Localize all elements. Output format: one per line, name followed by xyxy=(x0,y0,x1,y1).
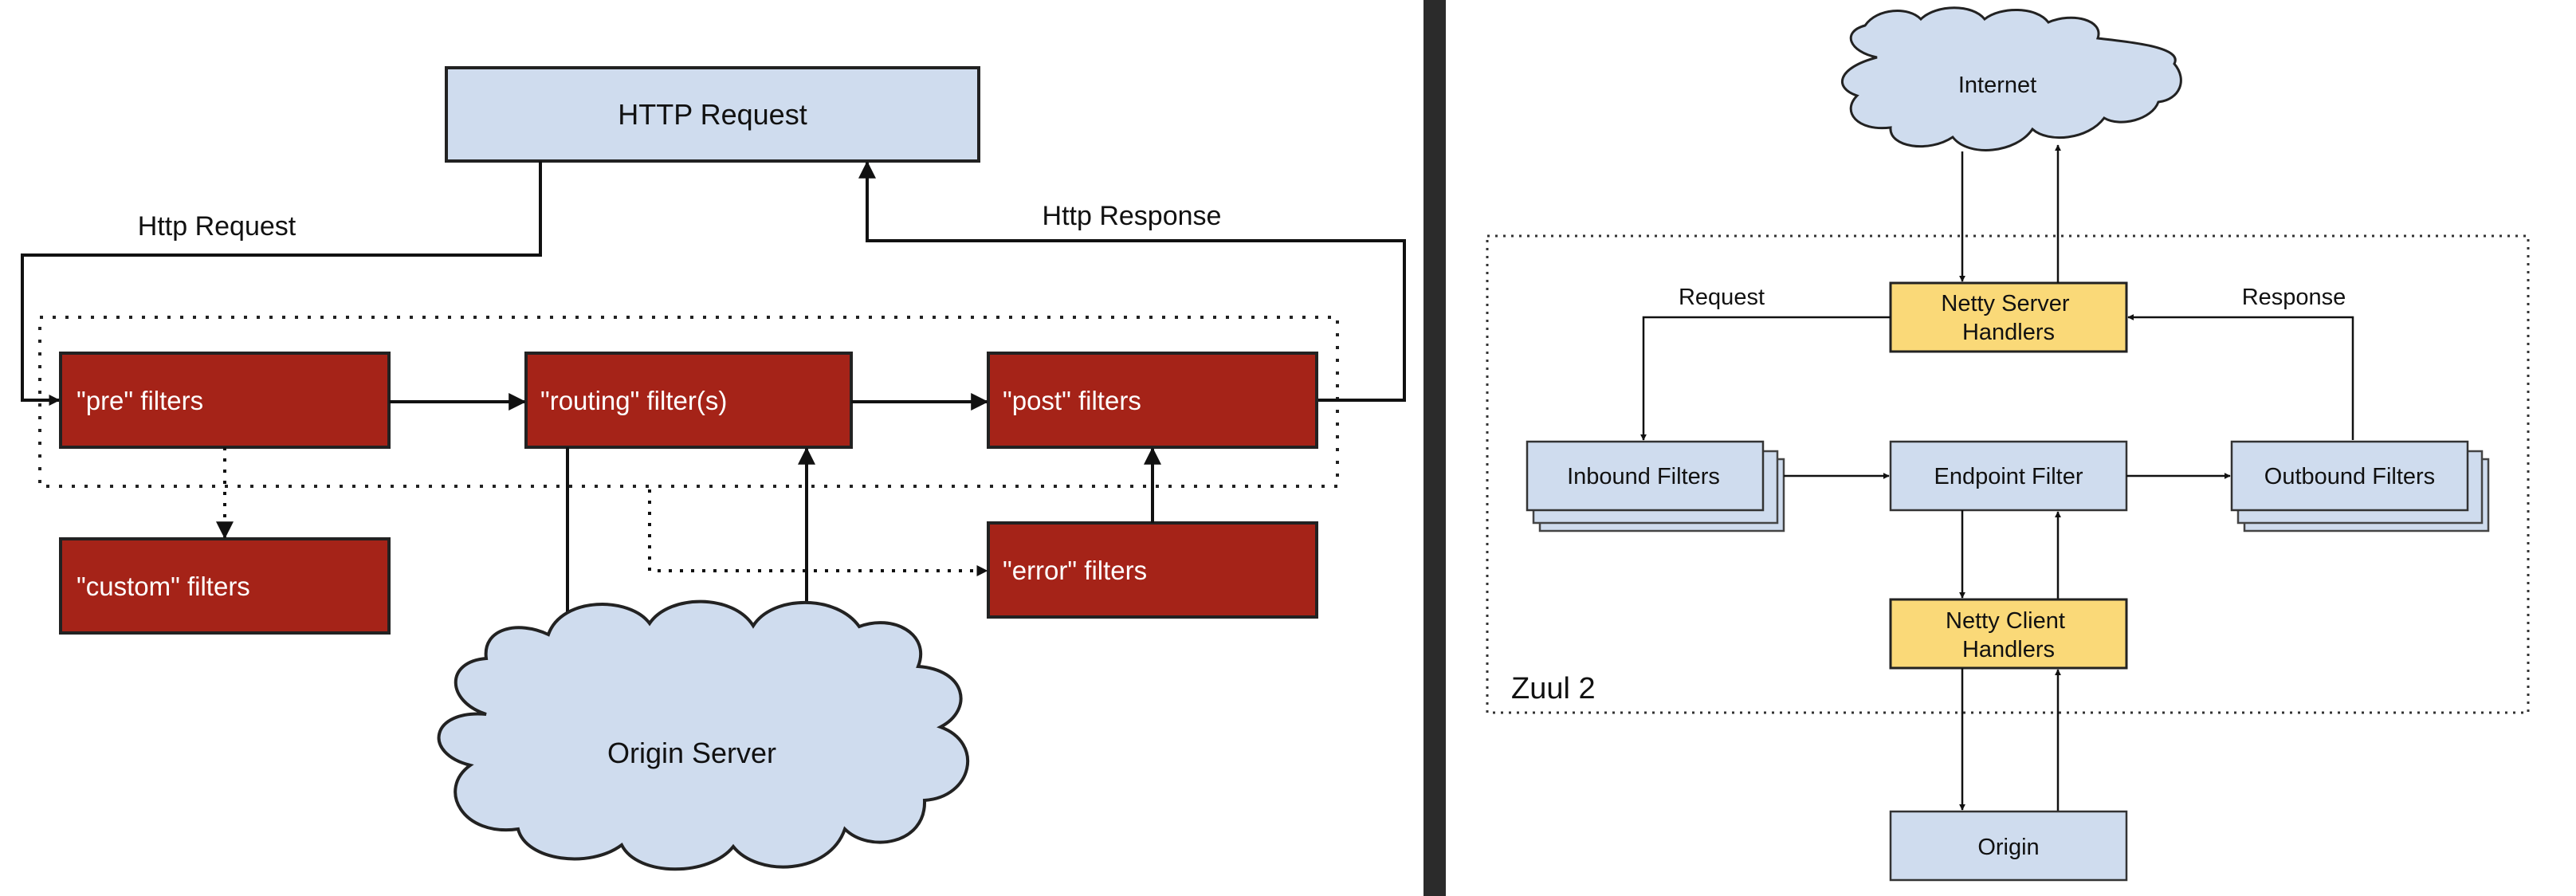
origin-server-label: Origin Server xyxy=(607,737,776,769)
internet-label: Internet xyxy=(1958,73,2036,98)
origin-box xyxy=(1889,810,2128,882)
routing-filters-label: "routing" filter(s) xyxy=(540,386,727,415)
right-diagram: Zuul 2 Internet Netty Server Handlers Re… xyxy=(1486,6,2530,882)
endpoint-filter-label: Endpoint Filter xyxy=(1934,464,2083,489)
origin-server-cloud: Origin Server xyxy=(437,599,970,871)
pre-filters-label: "pre" filters xyxy=(77,386,203,415)
error-filters-label: "error" filters xyxy=(1003,556,1147,585)
request-label: Request xyxy=(1679,285,1765,310)
outbound-filters-label: Outbound Filters xyxy=(2264,464,2435,489)
http-request-arrow xyxy=(21,161,542,406)
netty-server-line-1: Netty Server xyxy=(1941,291,2069,316)
http-request-label: Http Request xyxy=(138,211,296,242)
inbound-filters-stack: Inbound Filters xyxy=(1526,440,1785,532)
custom-filters-label: "custom" filters xyxy=(77,572,250,601)
netty-client-line-1: Netty Client xyxy=(1946,608,2065,634)
http-response-label: Http Response xyxy=(1043,201,1222,231)
left-diagram: HTTP Request Http Request Http Response … xyxy=(21,66,1406,871)
http-response-arrow xyxy=(858,160,1406,402)
netty-server-handlers-label: Netty Server Handlers xyxy=(1941,291,2075,345)
routing-to-error-arrow xyxy=(648,489,988,576)
custom-filters-box xyxy=(59,537,391,635)
netty-server-handlers-box xyxy=(1889,281,2128,353)
http-request-box xyxy=(445,66,980,163)
post-filters-label: "post" filters xyxy=(1003,386,1141,415)
outbound-filters-stack: Outbound Filters xyxy=(2230,440,2490,532)
request-arrow xyxy=(1640,316,1891,441)
http-request-box-label: HTTP Request xyxy=(618,98,807,131)
netty-client-line-2: Handlers xyxy=(1962,637,2055,662)
netty-client-handlers-box xyxy=(1889,598,2128,670)
origin-label: Origin xyxy=(1977,835,2039,860)
internet-cloud: Internet xyxy=(1841,6,2182,151)
response-arrow xyxy=(2127,314,2354,440)
error-filters-box xyxy=(987,521,1318,619)
post-filters-box xyxy=(987,352,1318,449)
outbound-filters-box xyxy=(2230,440,2469,512)
response-label: Response xyxy=(2242,285,2346,310)
routing-filters-box xyxy=(524,352,853,449)
netty-server-line-2: Handlers xyxy=(1962,320,2055,345)
zuul-label: Zuul 2 xyxy=(1511,672,1596,705)
zuul-boundary xyxy=(1486,234,2530,714)
inbound-filters-box xyxy=(1526,440,1765,512)
inbound-filters-label: Inbound Filters xyxy=(1567,464,1720,489)
netty-client-handlers-label: Netty Client Handlers xyxy=(1946,608,2071,662)
endpoint-filter-box xyxy=(1889,440,2128,512)
panel-separator xyxy=(1423,0,1446,896)
